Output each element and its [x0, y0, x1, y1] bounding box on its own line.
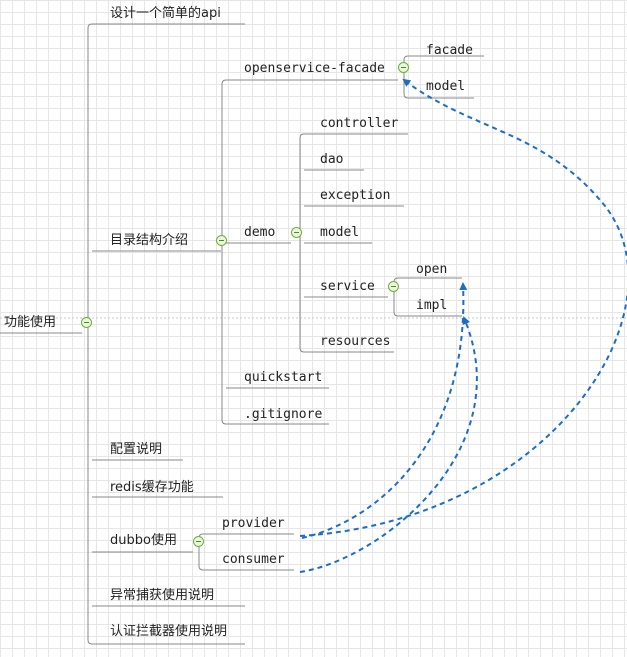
collapse-toggle-service[interactable]: [388, 281, 399, 292]
dubbo-trunk-bottom: [198, 546, 294, 571]
directory-trunk: [221, 79, 227, 425]
node-exception[interactable]: exception: [320, 188, 391, 203]
tree-lines: [0, 23, 484, 645]
node-redis-cache[interactable]: redis缓存功能: [110, 480, 194, 495]
node-impl[interactable]: impl: [416, 298, 448, 313]
node-facade-model[interactable]: model: [426, 79, 466, 94]
collapse-toggle-openservice-facade[interactable]: [398, 62, 409, 73]
service-trunk-bottom: [393, 290, 462, 317]
arrow-consumer-to-impl: [299, 316, 478, 573]
node-controller[interactable]: controller: [320, 116, 399, 131]
node-design-simple-api[interactable]: 设计一个简单的api: [110, 6, 221, 21]
dubbo-trunk-top: [198, 533, 294, 539]
facade-trunk-bottom: [403, 72, 474, 99]
node-dubbo[interactable]: dubbo使用: [110, 533, 177, 548]
root-node[interactable]: 功能使用: [4, 315, 57, 330]
root-trunk: [87, 23, 93, 645]
arrow-provider-to-open: [301, 282, 468, 539]
node-directory-structure[interactable]: 目录结构介绍: [110, 233, 189, 248]
node-exception-capture[interactable]: 异常捕获使用说明: [110, 588, 215, 603]
node-config[interactable]: 配置说明: [110, 442, 163, 457]
node-auth-interceptor[interactable]: 认证拦截器使用说明: [110, 624, 228, 639]
collapse-toggle-directory[interactable]: [216, 235, 227, 246]
collapse-toggle-root[interactable]: [81, 317, 92, 328]
collapse-toggle-demo[interactable]: [291, 227, 302, 238]
node-demo[interactable]: demo: [244, 225, 276, 240]
node-service[interactable]: service: [320, 279, 375, 294]
node-demo-model[interactable]: model: [320, 225, 360, 240]
node-quickstart[interactable]: quickstart: [244, 370, 323, 385]
relationship-arrows: [299, 78, 627, 573]
node-open[interactable]: open: [416, 262, 448, 277]
node-facade[interactable]: facade: [426, 43, 473, 58]
node-gitignore[interactable]: .gitignore: [244, 407, 323, 422]
node-dao[interactable]: dao: [320, 152, 344, 167]
node-provider[interactable]: provider: [222, 516, 285, 531]
node-openservice-facade[interactable]: openservice-facade: [244, 61, 385, 76]
demo-trunk: [299, 133, 305, 353]
node-resources[interactable]: resources: [320, 334, 391, 349]
collapse-toggle-dubbo[interactable]: [193, 536, 204, 547]
facade-trunk-top: [403, 55, 484, 66]
service-trunk-top: [393, 277, 462, 284]
node-consumer[interactable]: consumer: [222, 552, 285, 567]
arrow-provider-to-openservice-facade: [299, 78, 627, 537]
